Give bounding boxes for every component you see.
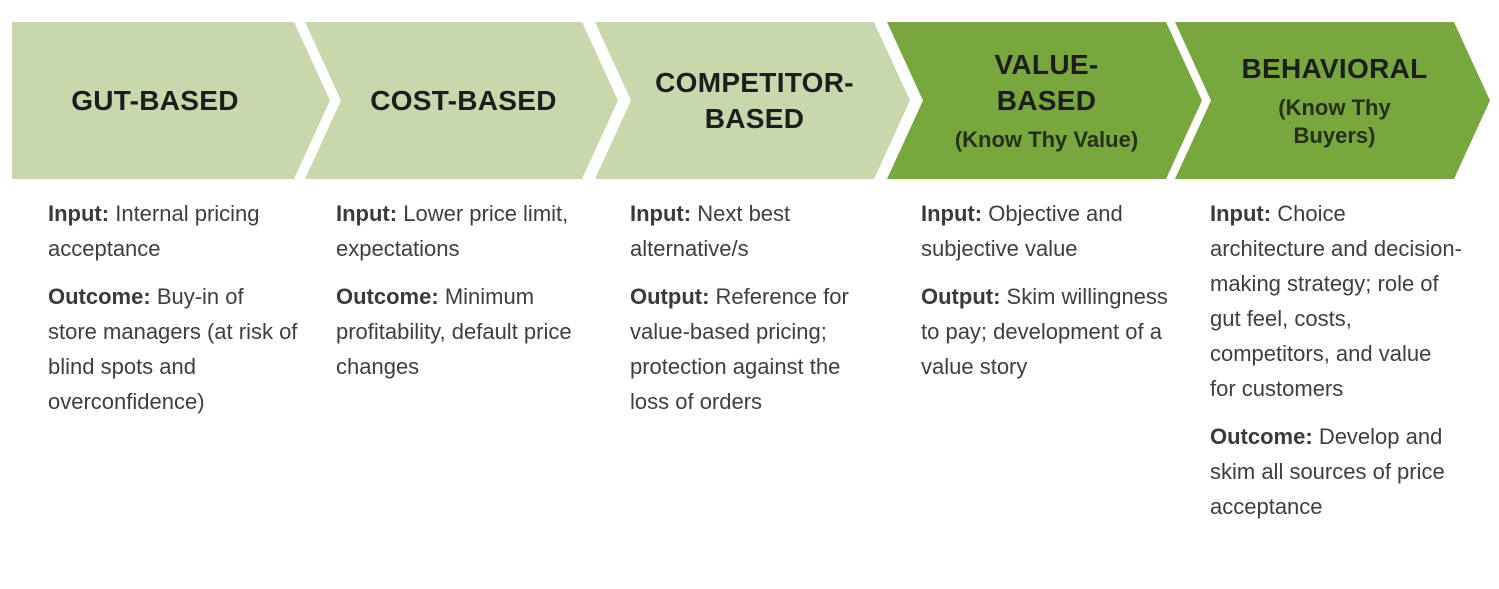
outcome-paragraph: Outcome: Minimum profitability, default … <box>336 279 586 384</box>
output-paragraph: Output: Reference for value-based pricin… <box>630 279 880 419</box>
stage-title: GUT-BASED <box>71 84 239 116</box>
stage-arrow-competitor-based: COMPETITOR- BASED <box>595 22 910 179</box>
section-text: Minimum profitability, default price cha… <box>336 284 572 379</box>
section-text: Next best alternative/s <box>630 201 791 261</box>
stage-title: COST-BASED <box>370 84 557 116</box>
stage-title: VALUE- BASED <box>994 49 1099 116</box>
section-label: Outcome: <box>336 284 439 309</box>
section-text: Develop and skim all sources of price ac… <box>1210 424 1445 519</box>
outcome-paragraph: Outcome: Develop and skim all sources of… <box>1210 419 1462 524</box>
section-text: Objective and subjective value <box>921 201 1123 261</box>
outcome-paragraph: Outcome: Buy-in of store managers (at ri… <box>48 279 298 419</box>
input-paragraph: Input: Next best alternative/s <box>630 196 880 266</box>
stage-subtitle: (Know Thy Value) <box>954 127 1139 152</box>
stage-title: COMPETITOR- BASED <box>655 66 854 134</box>
section-label: Output: <box>921 284 1001 309</box>
stage-arrow-band: GUT-BASED COST-BASED COMPETITOR- BASED V… <box>0 22 1499 179</box>
section-text: Choice architecture and decision-making … <box>1210 201 1462 401</box>
stage-arrow-gut-based: GUT-BASED <box>12 22 330 179</box>
section-text: Skim willingness to pay; development of … <box>921 284 1168 379</box>
output-paragraph: Output: Skim willingness to pay; develop… <box>921 279 1171 384</box>
input-paragraph: Input: Lower price limit, expectations <box>336 196 586 266</box>
section-label: Outcome: <box>48 284 151 309</box>
section-label: Input: <box>48 201 110 226</box>
stage-column-behavioral: Input: Choice architecture and decision-… <box>1210 196 1462 537</box>
section-text: Lower price limit, expectations <box>336 201 569 261</box>
stage-column-competitor-based: Input: Next best alternative/s Output: R… <box>630 196 880 432</box>
section-text: Reference for value-based pricing; prote… <box>630 284 849 414</box>
input-paragraph: Input: Choice architecture and decision-… <box>1210 196 1462 406</box>
stage-column-gut-based: Input: Internal pricing acceptance Outco… <box>48 196 298 432</box>
section-label: Outcome: <box>1210 424 1313 449</box>
input-paragraph: Input: Objective and subjective value <box>921 196 1171 266</box>
section-text: Internal pricing acceptance <box>48 201 260 261</box>
stage-column-cost-based: Input: Lower price limit, expectations O… <box>336 196 586 397</box>
stage-arrow-value-based: VALUE- BASED (Know Thy Value) <box>887 22 1202 179</box>
section-label: Input: <box>921 201 983 226</box>
section-label: Input: <box>630 201 692 226</box>
stage-subtitle: (Know Thy Buyers) <box>1278 95 1391 148</box>
stage-arrow-behavioral: BEHAVIORAL (Know Thy Buyers) <box>1175 22 1490 179</box>
stage-arrow-cost-based: COST-BASED <box>305 22 618 179</box>
section-label: Input: <box>336 201 398 226</box>
stage-column-value-based: Input: Objective and subjective value Ou… <box>921 196 1171 397</box>
section-text: Buy-in of store managers (at risk of bli… <box>48 284 298 414</box>
stage-title: BEHAVIORAL <box>1241 53 1428 84</box>
section-label: Input: <box>1210 201 1272 226</box>
section-label: Output: <box>630 284 710 309</box>
input-paragraph: Input: Internal pricing acceptance <box>48 196 298 266</box>
